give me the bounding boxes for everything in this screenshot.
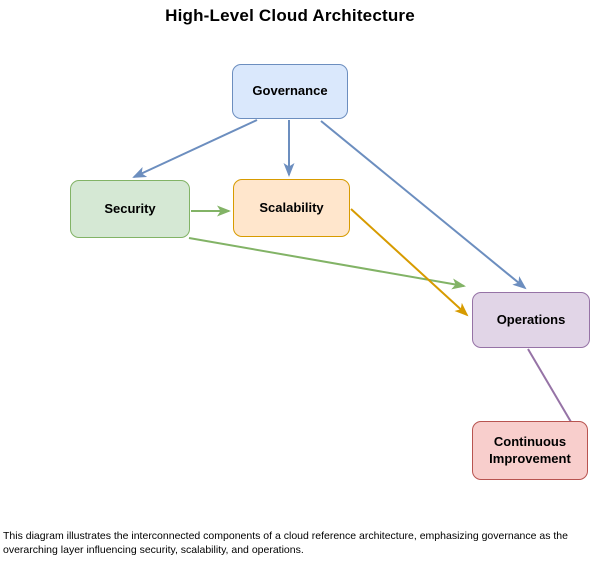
node-scalability: Scalability (233, 179, 350, 237)
diagram-caption: This diagram illustrates the interconnec… (3, 530, 568, 556)
node-scalability-label: Scalability (259, 199, 324, 215)
diagram-title: High-Level Cloud Architecture (165, 6, 415, 25)
edge-security-operations (188, 237, 466, 290)
edge-governance-security (132, 119, 258, 178)
node-security-label: Security (104, 200, 156, 216)
node-continuous-improvement: Continuous Improvement (472, 421, 588, 480)
node-governance: Governance (232, 64, 348, 119)
edge-governance-operations (320, 120, 527, 290)
node-operations: Operations (472, 292, 590, 348)
node-operations-label: Operations (496, 311, 566, 327)
node-continuous-improvement-label: Continuous Improvement (489, 434, 571, 466)
node-governance-label: Governance (252, 83, 328, 99)
edge-scalability-operations (350, 208, 469, 317)
node-security: Security (70, 180, 190, 238)
